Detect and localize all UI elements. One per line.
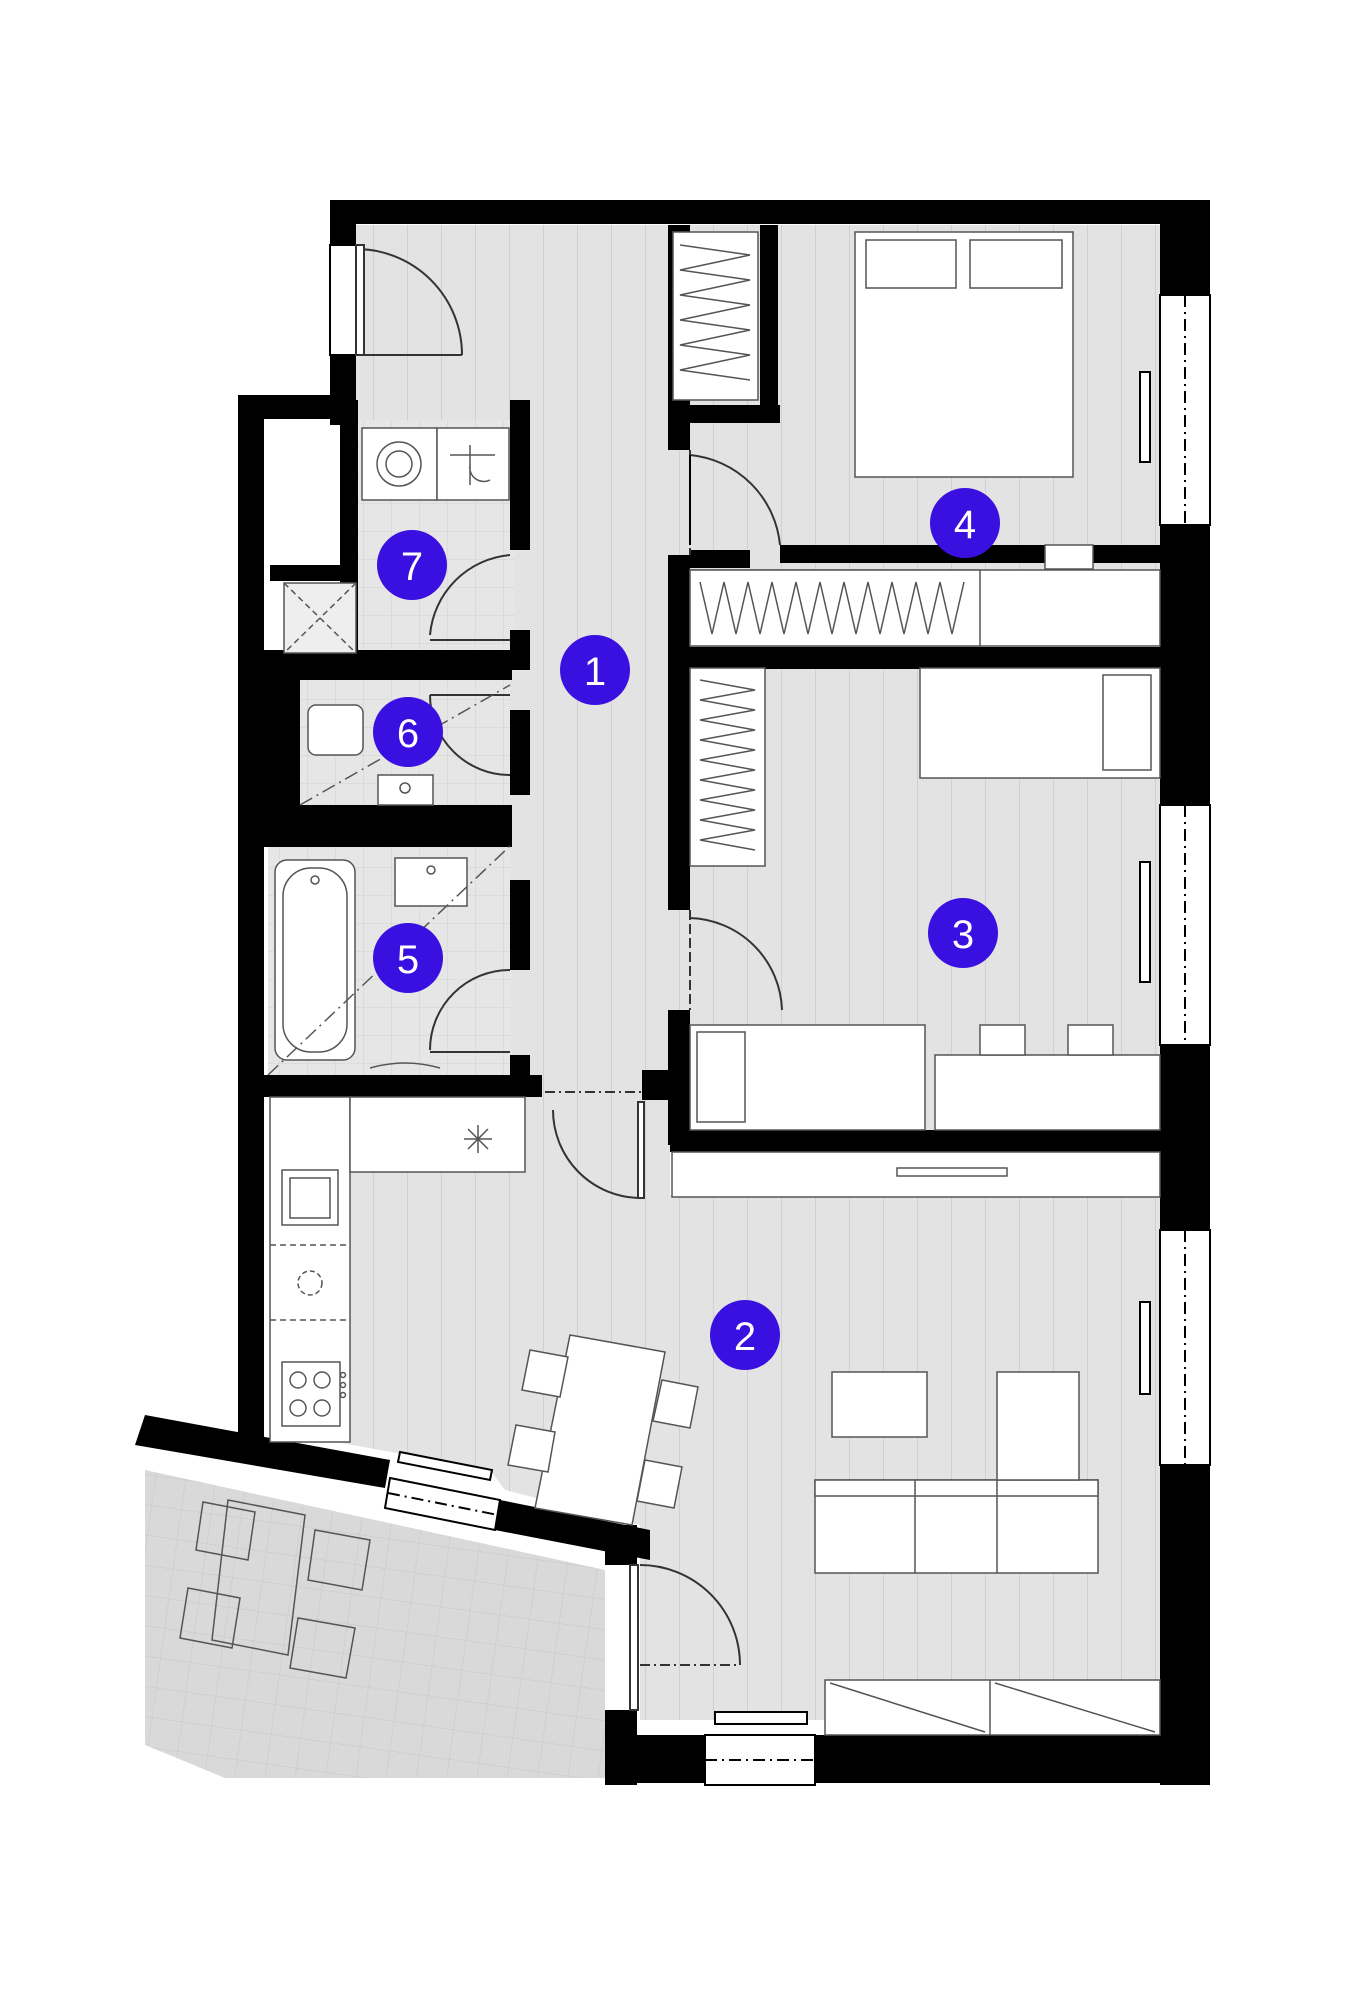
window-entrance bbox=[329, 244, 357, 356]
double-bed bbox=[854, 231, 1074, 478]
room-marker-wc: 6 bbox=[373, 697, 443, 767]
shower-utility bbox=[283, 582, 357, 654]
wardrobe-small-bedroom bbox=[689, 667, 766, 867]
walls bbox=[135, 200, 1210, 1785]
room-marker-hall: 1 bbox=[560, 635, 630, 705]
room-number-living: 2 bbox=[734, 1315, 756, 1359]
bathroom-sink bbox=[394, 857, 468, 907]
tv-cabinet bbox=[824, 1679, 1161, 1736]
window-living-east bbox=[1139, 1229, 1211, 1466]
chair-desk-2 bbox=[1067, 1024, 1114, 1056]
dryer-symbol bbox=[450, 445, 495, 485]
wc-shelf-dash bbox=[299, 684, 511, 806]
room-number-utility: 7 bbox=[401, 545, 423, 589]
living-door bbox=[545, 1091, 645, 1199]
extractor-symbol bbox=[464, 1125, 492, 1153]
sofa bbox=[814, 1371, 1099, 1574]
balcony-floor bbox=[145, 1470, 605, 1778]
utility-door bbox=[429, 554, 511, 641]
balcony-door bbox=[629, 1564, 741, 1711]
kitchen-counter-top bbox=[349, 1096, 526, 1173]
room-number-bathroom: 5 bbox=[397, 938, 419, 982]
room-markers: 1 2 3 4 5 6 7 bbox=[373, 488, 1000, 1370]
room-number-bedroom-small: 3 bbox=[952, 913, 974, 957]
chair-desk-1 bbox=[979, 1024, 1026, 1056]
entrance-door bbox=[355, 244, 463, 356]
balcony-table-set bbox=[179, 1499, 371, 1679]
room-marker-utility: 7 bbox=[377, 530, 447, 600]
cooktop bbox=[281, 1361, 341, 1427]
room-marker-bathroom: 5 bbox=[373, 923, 443, 993]
room-number-hall: 1 bbox=[584, 650, 606, 694]
dryer bbox=[436, 427, 510, 501]
window-bedroom-small bbox=[1139, 804, 1211, 1046]
desk-small-bedroom bbox=[934, 1054, 1161, 1131]
wardrobe-handle bbox=[896, 1167, 1008, 1177]
pillow-upper bbox=[1102, 674, 1152, 771]
doors bbox=[355, 244, 783, 1711]
room-marker-living: 2 bbox=[710, 1300, 780, 1370]
pillow-lower bbox=[696, 1031, 746, 1123]
windows bbox=[329, 244, 1211, 1786]
furniture bbox=[179, 231, 1161, 1736]
room-marker-bedroom-small: 3 bbox=[928, 898, 998, 968]
bedroom-small-door bbox=[689, 910, 783, 1011]
bathroom-door bbox=[429, 969, 511, 1053]
room-number-wc: 6 bbox=[397, 712, 419, 756]
dishwasher-symbol bbox=[297, 1270, 323, 1296]
wardrobe-hall bbox=[672, 231, 759, 401]
dining-table-set bbox=[507, 1334, 699, 1526]
room-marker-bedroom-master: 4 bbox=[930, 488, 1000, 558]
coffee-table bbox=[831, 1371, 928, 1438]
window-bedroom-master bbox=[1139, 294, 1211, 526]
room-number-bedroom-master: 4 bbox=[954, 503, 976, 547]
bedroom-master-door bbox=[689, 450, 781, 555]
desk-stool-master bbox=[1044, 544, 1094, 570]
window-balcony bbox=[383, 1450, 502, 1532]
wardrobe-master bbox=[689, 569, 1161, 647]
window-living-south bbox=[704, 1711, 816, 1786]
toilet bbox=[307, 704, 364, 756]
towel-radiator bbox=[369, 1062, 441, 1069]
